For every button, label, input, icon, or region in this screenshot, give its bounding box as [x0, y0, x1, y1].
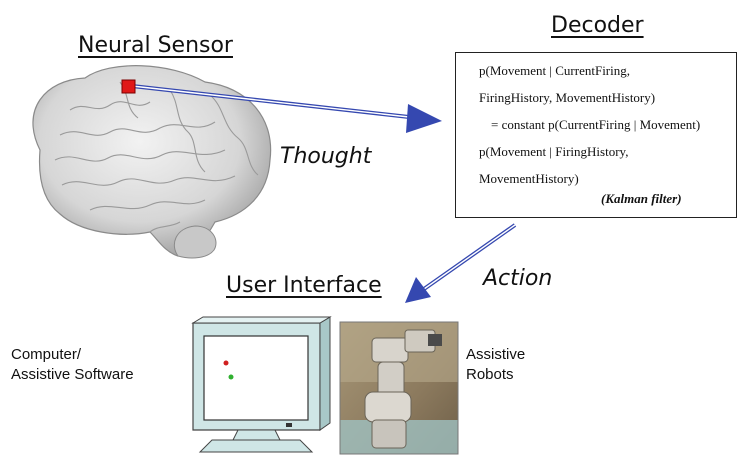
action-arrow: [405, 223, 517, 303]
computer-monitor-icon: [191, 316, 332, 453]
assistive-robot-photo: [339, 321, 459, 455]
computer-label-line-2: Assistive Software: [11, 366, 134, 383]
decoder-equation-line-3: = constant p(CurrentFiring | Movement): [491, 117, 701, 132]
decoder-equation-line-2: FiringHistory, MovementHistory): [479, 90, 656, 105]
thought-label: Thought: [280, 144, 372, 169]
decoder-equation-line-5: MovementHistory): [479, 171, 579, 186]
computer-label: Computer/ Assistive Software: [11, 345, 134, 385]
robot-label: Assistive Robots: [466, 345, 525, 385]
robot-label-line-2: Robots: [466, 366, 514, 383]
decoder-equation-line-1: p(Movement | CurrentFiring,: [479, 63, 630, 78]
neural-sensor-marker: [121, 79, 136, 94]
robot-label-line-1: Assistive: [466, 346, 526, 363]
kalman-filter-note: (Kalman filter): [601, 191, 682, 206]
neural-sensor-heading: Neural Sensor: [78, 33, 233, 58]
decoder-heading: Decoder: [551, 13, 644, 38]
action-label: Action: [483, 266, 553, 291]
brain-illustration: [32, 65, 272, 259]
computer-label-line-1: Computer/: [11, 346, 82, 363]
thought-arrow: [131, 84, 442, 133]
user-interface-heading: User Interface: [226, 273, 382, 298]
decoder-equation-line-4: p(Movement | FiringHistory,: [479, 144, 629, 159]
decoder-box: p(Movement | CurrentFiring, FiringHistor…: [455, 52, 737, 218]
